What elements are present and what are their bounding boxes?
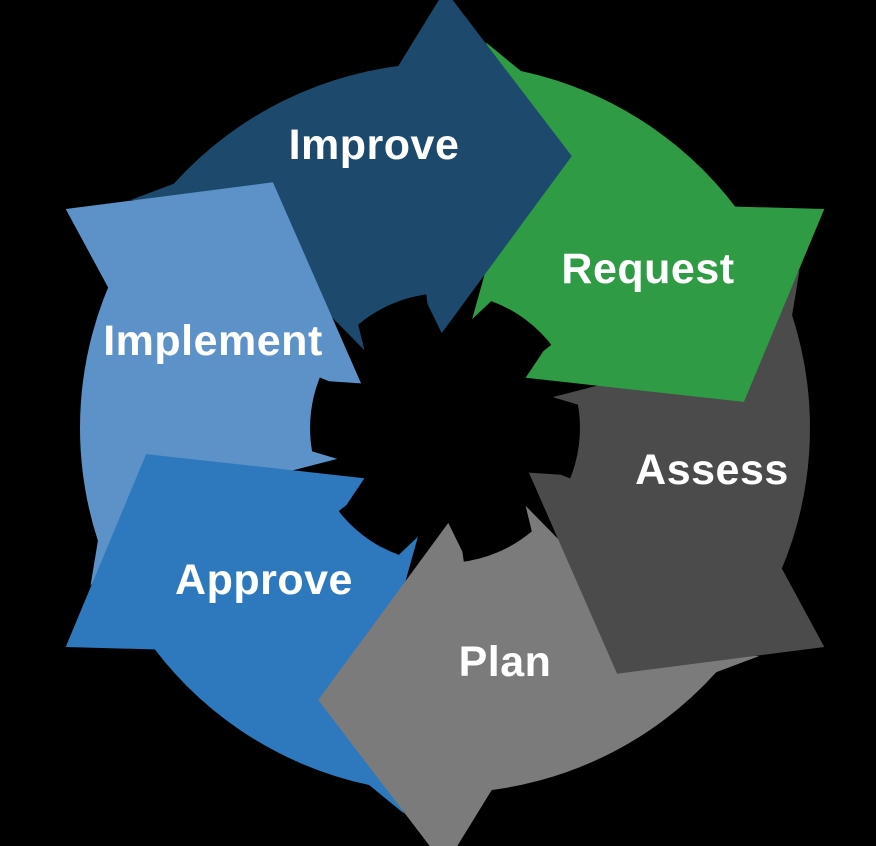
step-label-plan: Plan — [459, 638, 552, 686]
arrow-head-assess — [528, 472, 825, 674]
step-label-request: Request — [561, 245, 734, 293]
step-label-implement: Implement — [103, 317, 323, 365]
arrow-head-request — [525, 206, 825, 402]
arrow-head-implement — [65, 182, 362, 384]
arrow-head-plan — [318, 522, 496, 846]
step-label-improve: Improve — [289, 121, 460, 169]
arrow-head-improve — [394, 0, 572, 334]
arrow-head-approve — [65, 454, 365, 650]
arrow-heads-layer — [65, 0, 825, 846]
step-label-assess: Assess — [635, 446, 789, 494]
step-label-approve: Approve — [175, 556, 353, 604]
